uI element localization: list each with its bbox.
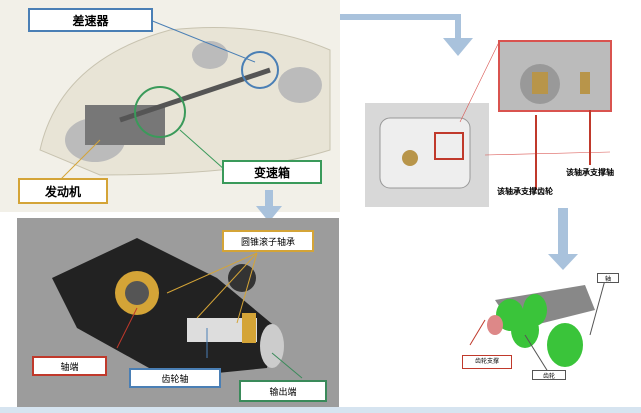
leader-lines [459, 40, 611, 190]
label-output-end: 输出端 [239, 380, 327, 402]
connector-line [340, 14, 460, 20]
label-differential: 差速器 [28, 8, 153, 32]
label-engine: 发动机 [18, 178, 108, 204]
differential-photo: 圆锥滚子轴承 轴端 齿轮轴 输出端 [17, 218, 339, 408]
label-gear: 齿轮 [532, 370, 566, 380]
label-bearing-gear: 该轴承支撑齿轮 [497, 187, 553, 196]
label-bearing-shaft: 该轴承支撑轴 [566, 168, 614, 177]
car-drawing [39, 19, 331, 181]
label-gear-support: 齿轮支撑 [462, 355, 512, 369]
label-shaft-end: 轴端 [32, 356, 107, 376]
label-gear-shaft: 齿轮轴 [129, 368, 221, 388]
arrow-down-icon [548, 254, 578, 270]
connector-line [455, 14, 461, 40]
label-gearbox: 变速箱 [222, 160, 322, 184]
gearbox-photo [365, 103, 489, 207]
gearbox-detail-photo [498, 40, 612, 112]
label-shaft: 轴 [597, 273, 619, 283]
label-tapered-roller-bearing: 圆锥滚子轴承 [222, 230, 314, 252]
arrow-down-icon [256, 206, 282, 222]
connector-line [265, 190, 273, 208]
shaft-3d-model [469, 279, 606, 376]
arrow-down-icon [443, 38, 473, 56]
connector-line [558, 208, 568, 256]
bottom-border [0, 407, 641, 413]
car-illustration: 差速器 发动机 变速箱 [0, 0, 340, 212]
